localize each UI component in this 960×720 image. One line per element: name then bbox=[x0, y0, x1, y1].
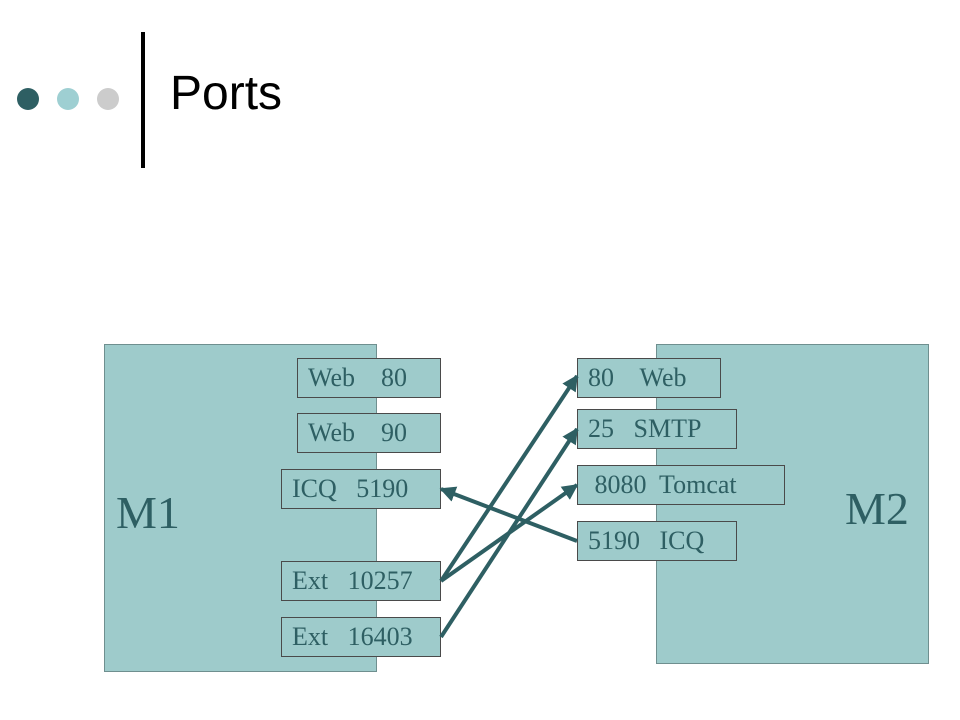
slide-title: Ports bbox=[170, 67, 283, 120]
m1-port-ext-16403: Ext 16403 bbox=[281, 617, 441, 657]
m1-port-ext-10257: Ext 10257 bbox=[281, 561, 441, 601]
arrow-ext10257-to-80web bbox=[439, 374, 579, 583]
m1-port-web-90: Web 90 bbox=[297, 413, 441, 453]
accent-dot-3 bbox=[97, 88, 119, 110]
machine-m2-label: M2 bbox=[845, 483, 909, 534]
arrow-5190icq-to-icq5190 bbox=[439, 486, 578, 543]
m2-port-8080-tomcat: 8080 Tomcat bbox=[577, 465, 785, 505]
title-divider bbox=[141, 32, 145, 168]
m2-port-25-smtp: 25 SMTP bbox=[577, 409, 737, 449]
m1-port-web-80: Web 80 bbox=[297, 358, 441, 398]
m1-port-icq-5190: ICQ 5190 bbox=[281, 469, 441, 509]
m2-port-5190-icq: 5190 ICQ bbox=[577, 521, 737, 561]
accent-dot-2 bbox=[57, 88, 79, 110]
machine-m1-label: M1 bbox=[116, 487, 180, 538]
arrow-ext16403-to-25smtp bbox=[439, 427, 579, 639]
accent-dot-1 bbox=[17, 88, 39, 110]
m2-port-80-web: 80 Web bbox=[577, 358, 721, 398]
